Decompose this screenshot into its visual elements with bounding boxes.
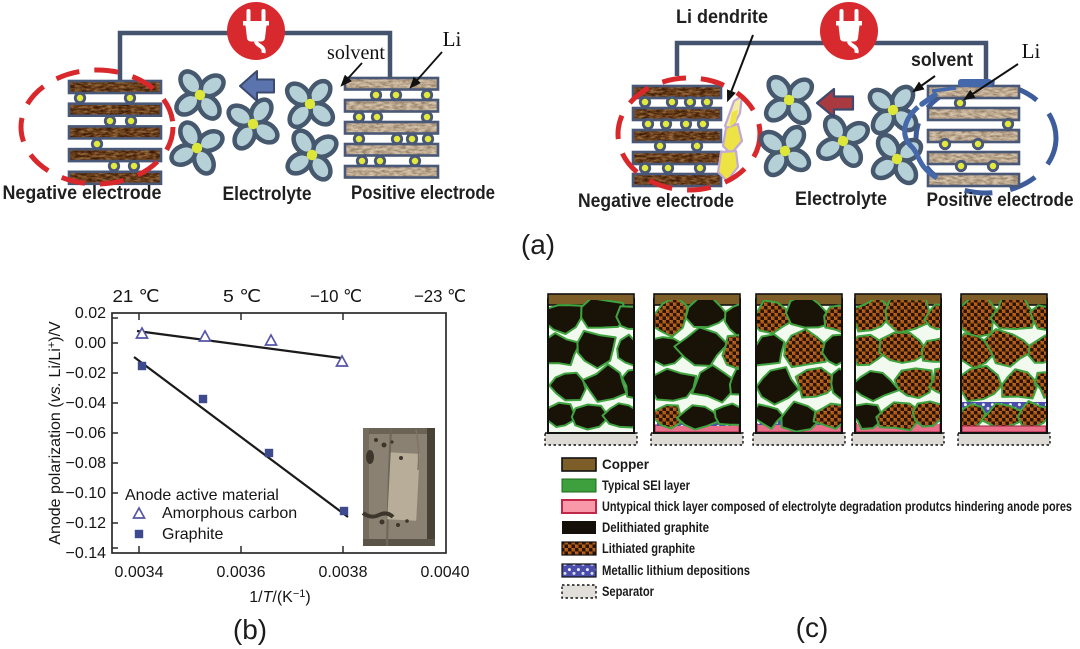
svg-text:solvent: solvent [327, 42, 385, 64]
svg-text:−0.12: −0.12 [66, 515, 107, 532]
svg-text:Copper: Copper [602, 457, 650, 472]
svg-text:0.02: 0.02 [75, 305, 106, 322]
svg-text:0.0036: 0.0036 [217, 564, 266, 581]
svg-text:Typical SEI layer: Typical SEI layer [602, 478, 691, 493]
svg-text:solvent: solvent [911, 50, 974, 71]
svg-text:Li: Li [443, 27, 462, 51]
svg-text:Amorphous carbon: Amorphous carbon [162, 505, 297, 522]
svg-text:−0.08: −0.08 [66, 455, 107, 472]
svg-text:Anode active material: Anode active material [125, 487, 279, 504]
svg-text:Li: Li [1022, 39, 1041, 63]
svg-text:Untypical thick layer composed: Untypical thick layer composed of electr… [602, 499, 1072, 514]
svg-text:−0.04: −0.04 [66, 395, 107, 412]
svg-text:Negative electrode: Negative electrode [3, 183, 162, 204]
svg-text:5 ℃: 5 ℃ [223, 286, 261, 306]
svg-text:Li dendrite: Li dendrite [676, 7, 768, 28]
svg-text:−0.14: −0.14 [66, 545, 107, 562]
svg-text:21 ℃: 21 ℃ [113, 286, 160, 306]
svg-text:Separator: Separator [602, 584, 655, 599]
svg-text:0.0034: 0.0034 [115, 564, 164, 581]
svg-text:−0.02: −0.02 [66, 365, 107, 382]
svg-text:Electrolyte: Electrolyte [795, 188, 887, 210]
svg-text:Negative electrode: Negative electrode [578, 190, 734, 212]
svg-text:0.0040: 0.0040 [421, 564, 470, 581]
svg-text:−0.10: −0.10 [66, 485, 107, 502]
svg-text:Electrolyte: Electrolyte [223, 184, 312, 205]
svg-text:Graphite: Graphite [162, 526, 223, 543]
svg-text:−10 ℃: −10 ℃ [310, 286, 362, 306]
svg-text:Positive electrode: Positive electrode [927, 189, 1074, 211]
svg-text:Lithiated graphite: Lithiated graphite [602, 541, 695, 556]
svg-text:Delithiated graphite: Delithiated graphite [602, 520, 709, 535]
svg-text:Anode polarization (vs. Li/Li+: Anode polarization (vs. Li/Li+)/V [46, 321, 64, 545]
svg-text:0.00: 0.00 [75, 335, 106, 352]
svg-text:Positive electrode: Positive electrode [351, 183, 495, 204]
svg-text:0.0038: 0.0038 [319, 564, 368, 581]
svg-text:1/T/(K−1): 1/T/(K−1) [249, 588, 310, 606]
svg-text:−0.06: −0.06 [66, 425, 107, 442]
svg-text:−23 ℃: −23 ℃ [414, 286, 466, 306]
svg-text:Metallic lithium depositions: Metallic lithium depositions [602, 563, 750, 578]
